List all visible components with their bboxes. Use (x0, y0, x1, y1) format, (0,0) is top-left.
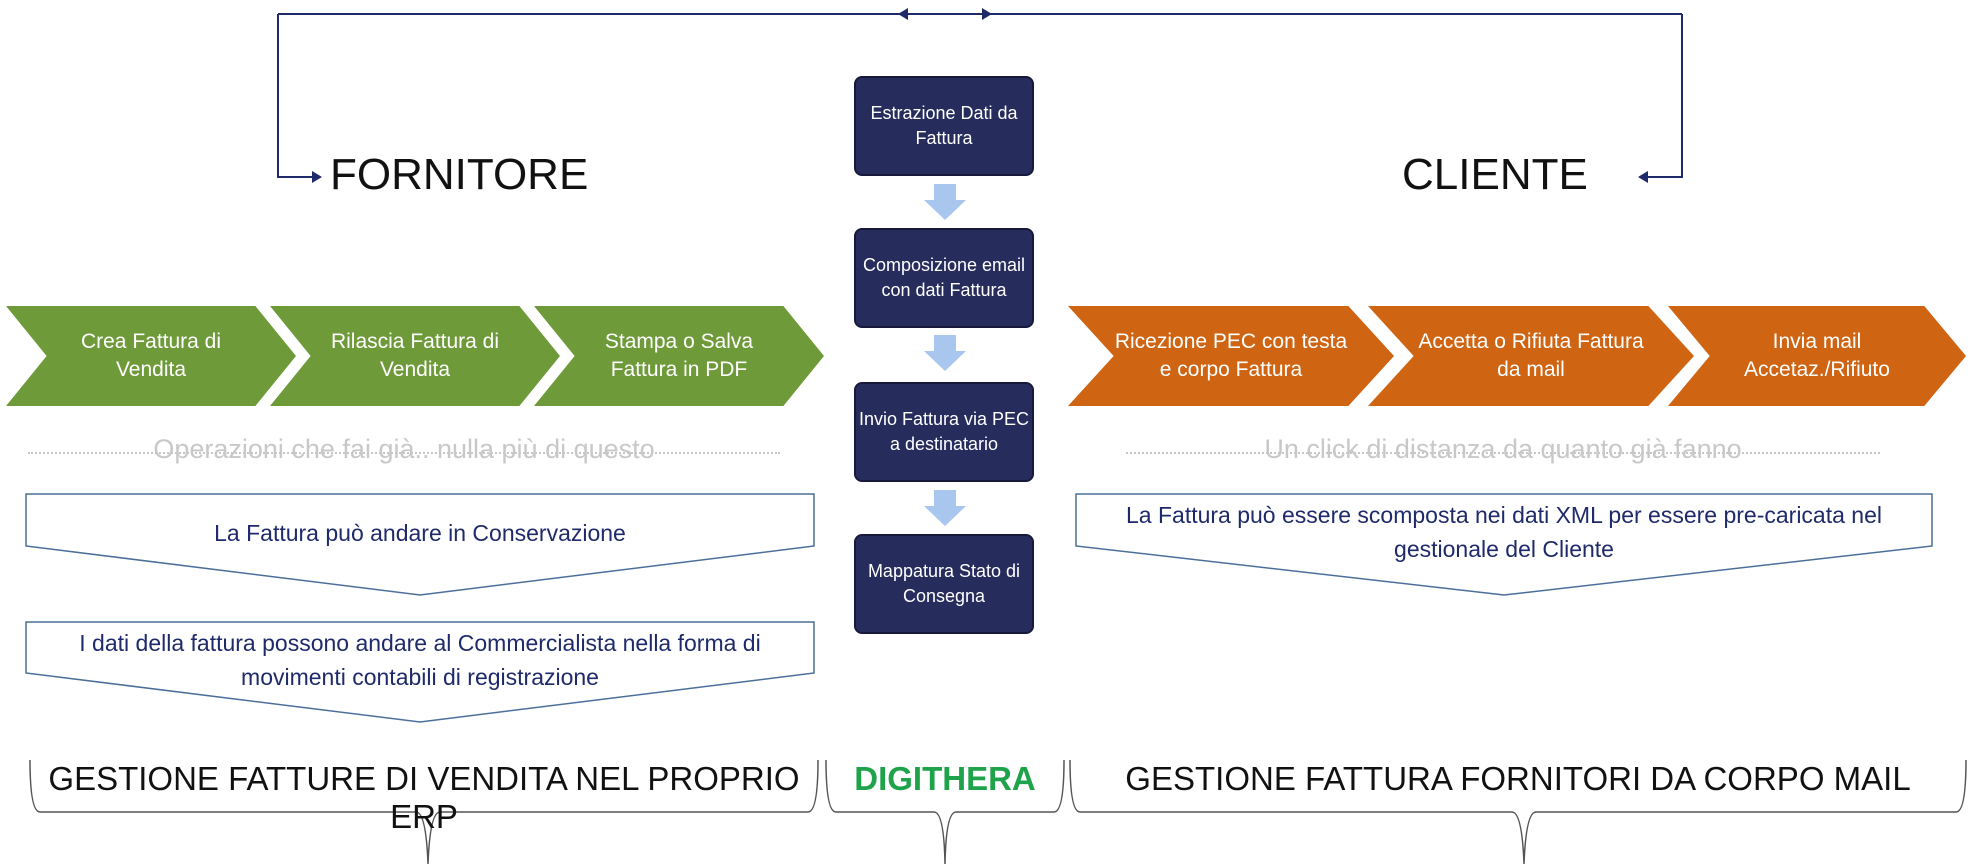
supplier-separator (28, 452, 780, 454)
accountant-box (25, 621, 815, 723)
client-step-1: Ricezione PEC con testa e corpo Fattura (1068, 306, 1394, 406)
supplier-note: Operazioni che fai già.. nulla più di qu… (153, 434, 655, 464)
arrow-left-icon (1638, 171, 1648, 183)
accountant-text: I dati della fattura possono andare al C… (79, 630, 761, 690)
supplier-step-3: Stampa o Salva Fattura in PDF (534, 306, 824, 406)
client-separator (1126, 452, 1880, 454)
conservation-text: La Fattura può andare in Conservazione (214, 520, 626, 546)
client-note: Un click di distanza da quanto già fanno (1264, 434, 1742, 464)
arrow-down-icon (924, 335, 966, 371)
supplier-step-1: Crea Fattura di Vendita (6, 306, 296, 406)
client-step-label: Accetta o Rifiuta Fattura da mail (1418, 330, 1644, 381)
center-step-extraction: Estrazione Dati da Fattura (854, 76, 1034, 176)
conservation-box (25, 493, 815, 596)
supplier-step-2: Rilascia Fattura di Vendita (270, 306, 560, 406)
center-step-delivery-status: Mappatura Stato di Consegna (854, 534, 1034, 634)
client-step-label: Ricezione PEC con testa e corpo Fattura (1114, 330, 1348, 381)
client-step-2: Accetta o Rifiuta Fattura da mail (1368, 306, 1694, 406)
digithera-label: DIGITHERA (854, 760, 1036, 797)
arrow-down-icon (924, 184, 966, 220)
center-step-pec-send: Invio Fattura via PEC a destinatario (854, 382, 1034, 482)
supplier-step-label: Crea Fattura di Vendita (80, 330, 222, 381)
arrow-right-icon (312, 171, 322, 183)
supplier-section-label: GESTIONE FATTURE DI VENDITA NEL PROPRIO … (48, 760, 800, 835)
xml-box (1075, 493, 1933, 596)
client-title: CLIENTE (1402, 150, 1588, 199)
xml-text: La Fattura può essere scomposta nei dati… (1126, 502, 1882, 562)
arrow-left-icon (898, 8, 908, 20)
flow-arrows (924, 184, 966, 526)
bottom-braces (29, 759, 1967, 865)
arrow-right-icon (982, 8, 992, 20)
client-section-label: GESTIONE FATTURA FORNITORI DA CORPO MAIL (1125, 760, 1911, 797)
client-step-3: Invia mail Accetaz./Rifiuto (1668, 306, 1966, 406)
supplier-step-label: Rilascia Fattura di Vendita (330, 330, 500, 381)
supplier-title: FORNITORE (330, 150, 589, 199)
supplier-step-label: Stampa o Salva Fattura in PDF (604, 330, 754, 381)
arrow-down-icon (924, 490, 966, 526)
client-step-label: Invia mail Accetaz./Rifiuto (1744, 330, 1890, 381)
exchange-connector (277, 13, 1683, 178)
center-step-composition: Composizione email con dati Fattura (854, 228, 1034, 328)
